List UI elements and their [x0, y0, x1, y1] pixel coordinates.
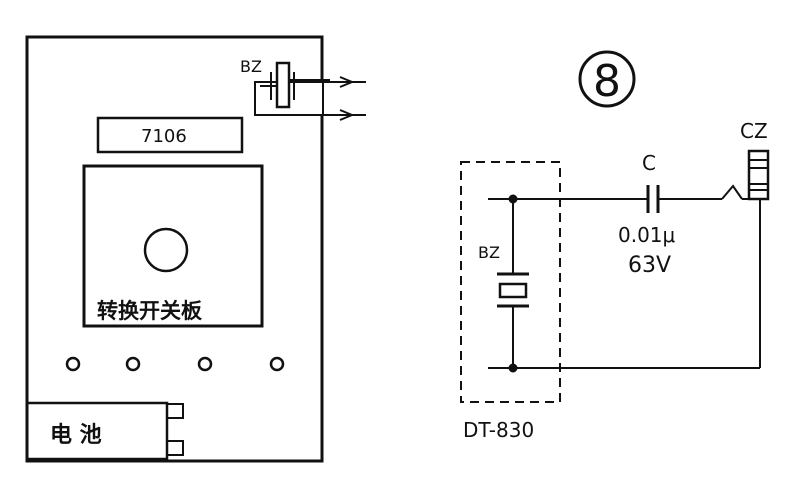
bz-buzzer — [254, 61, 366, 121]
connector-label: CZ — [740, 119, 768, 143]
device-bz-label: BZ — [240, 57, 262, 76]
device-case — [25, 35, 324, 463]
bz-element — [275, 61, 291, 109]
cz-connector — [747, 149, 770, 201]
junction-bottom — [508, 363, 518, 373]
circuit — [460, 149, 770, 403]
switch-board — [82, 164, 264, 328]
rotary-switch — [143, 227, 189, 273]
jack-2 — [125, 356, 141, 372]
capacitor-value: 0.01μ — [618, 223, 676, 247]
battery-label: 电 池 — [50, 423, 102, 448]
meter-enclosure — [460, 161, 561, 403]
battery-terminal-top — [166, 403, 184, 419]
circuit-bz-element — [498, 282, 528, 299]
battery-terminal-bottom — [166, 440, 184, 456]
switch-board-label: 转换开关板 — [97, 299, 203, 323]
device-layout — [25, 35, 366, 463]
chip-7106 — [96, 116, 244, 154]
jack-4 — [269, 356, 285, 372]
figure-number: 8 — [593, 56, 621, 107]
contact-arrow — [721, 184, 743, 200]
figure-number-circle — [578, 50, 636, 108]
meter-label: DT-830 — [463, 418, 534, 442]
jack-1 — [65, 356, 81, 372]
battery — [25, 401, 169, 461]
jack-3 — [197, 356, 213, 372]
capacitor-voltage: 63V — [628, 253, 671, 278]
circuit-bz-label: BZ — [478, 243, 500, 262]
chip-label: 7106 — [141, 126, 187, 147]
capacitor-label: C — [642, 151, 656, 175]
